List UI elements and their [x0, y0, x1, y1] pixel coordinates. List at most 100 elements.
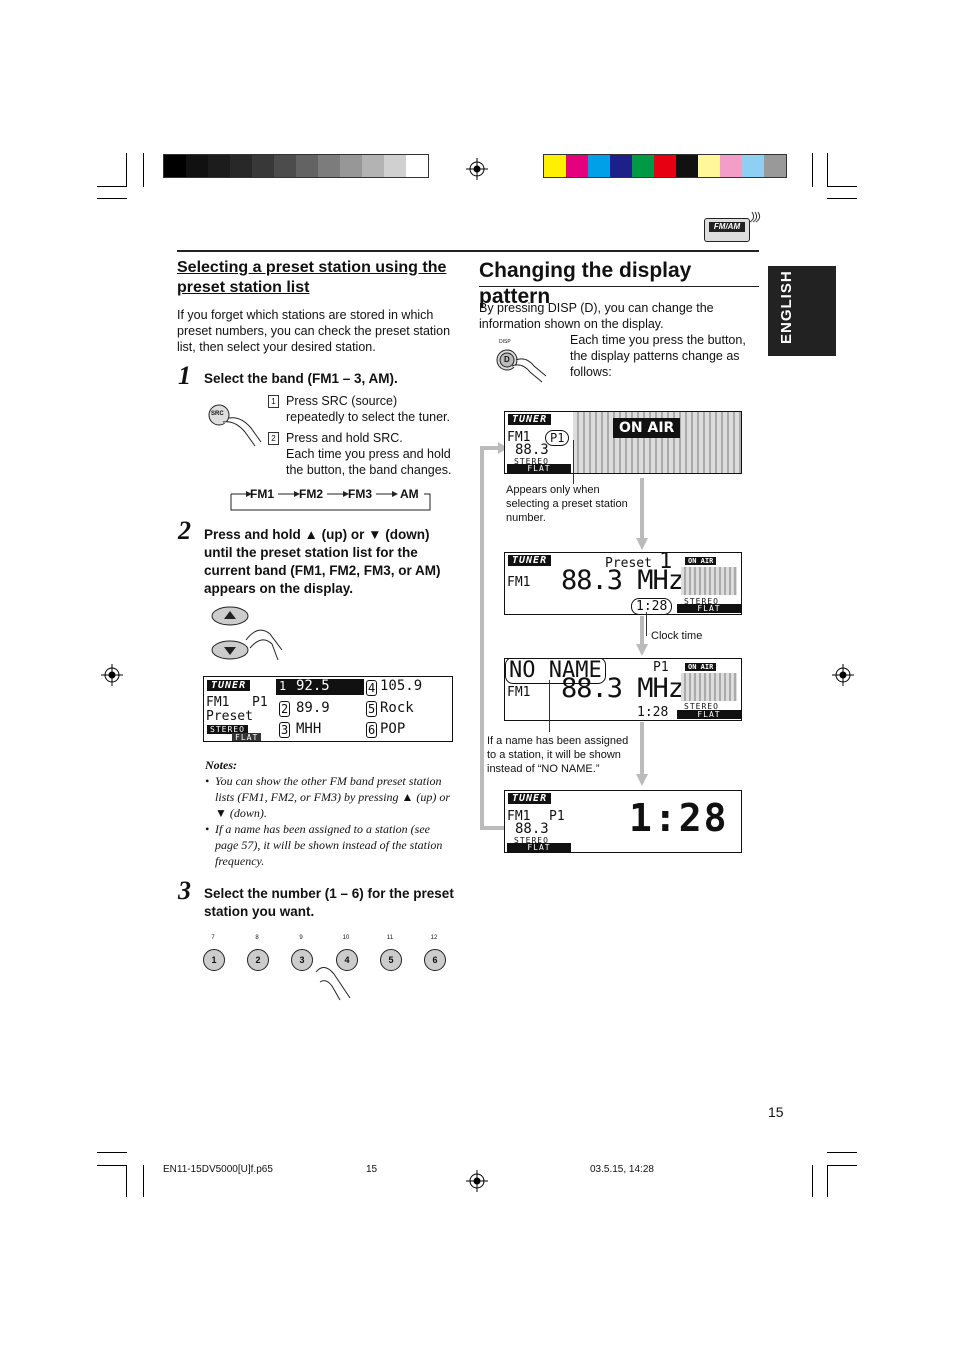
lcd-flat: FLAT — [232, 733, 262, 741]
lcd-preset-word: Preset — [605, 556, 652, 571]
crop-mark — [143, 1165, 144, 1197]
color-swatch — [566, 155, 588, 177]
color-swatch — [654, 155, 676, 177]
notes-title: Notes: — [205, 758, 237, 772]
step-number: 1 — [178, 361, 191, 390]
preset-2-no: 2 — [279, 701, 291, 717]
step2-text: Press and hold ▲ (up) or ▼ (down) until … — [204, 527, 441, 596]
on-air-label: ON AIR — [613, 418, 681, 438]
caption-leader — [573, 440, 574, 484]
registration-target-icon — [466, 1170, 488, 1192]
step-number: 2 — [178, 516, 191, 545]
crop-mark — [143, 153, 144, 187]
display-pattern-4: TUNER FM1 P1 88.3 STEREO FLAT 1:28 — [504, 790, 742, 853]
color-swatch — [764, 155, 786, 177]
note-2: If a name has been assigned to a station… — [215, 822, 443, 868]
right-intro: By pressing DISP (D), you can change the… — [479, 301, 714, 331]
lcd-big-clock: 1:28 — [629, 796, 729, 840]
lcd-flat: FLAT — [677, 710, 741, 719]
note-bullet: • — [205, 774, 210, 788]
preset-3-no: 3 — [279, 722, 291, 738]
preset-button-3: 3 — [291, 949, 313, 971]
color-swatch — [742, 155, 764, 177]
preset-4-no: 4 — [366, 680, 378, 696]
fm-am-mode-icon: FM/AM — [704, 218, 750, 242]
color-swatch — [340, 155, 362, 177]
sub-step-number: 1 — [268, 395, 279, 408]
preset-1-value: 92.5 — [296, 678, 330, 694]
band-fm1: FM1 — [250, 487, 274, 501]
preset-6-no: 6 — [366, 722, 378, 738]
selected-preset-highlight — [276, 679, 364, 695]
lcd-band: FM1 — [507, 809, 531, 824]
tuner-tag: TUNER — [508, 414, 552, 425]
crop-mark — [827, 153, 828, 187]
color-swatch — [698, 155, 720, 177]
color-swatch — [296, 155, 318, 177]
preset-3-value: MHH — [296, 721, 322, 737]
lcd-preset-no: 1 — [659, 552, 673, 574]
lcd-stereo: STEREO — [511, 457, 552, 466]
lcd-band: FM1 — [206, 695, 230, 710]
registration-target-icon — [832, 664, 854, 686]
left-section-title: Selecting a preset station using the pre… — [177, 259, 447, 296]
caption-no-name: If a name has been assigned to a station… — [487, 735, 629, 775]
signal-waves-icon — [749, 211, 761, 223]
color-swatch — [588, 155, 610, 177]
note-bullet: • — [205, 822, 210, 836]
lcd-preset-no: P1 — [252, 695, 268, 710]
crop-mark — [812, 1165, 813, 1197]
lcd-stereo: STEREO — [207, 725, 248, 734]
sub-step-number: 2 — [268, 432, 279, 445]
lcd-preset: P1 — [653, 660, 669, 675]
lcd-preset-word: Preset — [206, 709, 253, 724]
lcd-station-name: NO NAME — [505, 659, 606, 684]
preset-6-value: POP — [380, 721, 406, 737]
disp-small-label: DISP — [499, 339, 511, 345]
step3-text: Select the number (1 – 6) for the preset… — [204, 886, 454, 919]
caption-preset-only: Appears only when selecting a preset sta… — [506, 484, 628, 524]
color-swatch — [720, 155, 742, 177]
crop-mark — [827, 186, 857, 187]
crop-mark — [126, 1165, 127, 1197]
preset-5-value: Rock — [380, 700, 414, 716]
crop-mark — [97, 1152, 127, 1153]
color-swatch — [274, 155, 296, 177]
preset-button-6: 6 — [424, 949, 446, 971]
lcd-band: FM1 — [507, 685, 531, 700]
preset-button-5: 5 — [380, 949, 402, 971]
preset-5-no: 5 — [366, 701, 378, 717]
crop-mark — [97, 186, 127, 187]
crop-mark — [827, 1152, 857, 1153]
caption-clock-time: Clock time — [651, 630, 703, 642]
color-swatch — [164, 155, 186, 177]
preset-list-display: TUNER FM1 P1 Preset STEREO FLAT 1 92.5 2… — [203, 676, 453, 742]
disp-button-press-icon — [496, 349, 547, 383]
crop-mark — [126, 153, 127, 187]
color-swatch — [230, 155, 252, 177]
step-number: 3 — [178, 876, 191, 905]
band-cycle-loop — [230, 491, 431, 511]
left-intro: If you forget which stations are stored … — [177, 308, 451, 354]
crop-mark — [827, 1165, 857, 1166]
band-fm2: FM2 — [299, 487, 323, 501]
display-pattern-2: TUNER FM1 Preset 1 88.3 MHz 1:28 ON AIR … — [504, 552, 742, 615]
mode-icon-label: FM/AM — [709, 222, 745, 232]
src-button-label: SRC — [211, 411, 224, 417]
lcd-stereo: STEREO — [681, 597, 722, 606]
lcd-freq: 88.3 MHz — [561, 673, 684, 704]
crop-mark — [97, 1165, 127, 1166]
display-cycle-arrows — [480, 442, 648, 830]
page-number: 15 — [768, 1104, 784, 1120]
lcd-preset: P1 — [549, 809, 565, 824]
right-section-title: Changing the display pattern — [479, 259, 692, 308]
display-pattern-1: TUNER FM1 P1 88.3 STEREO FLAT ON AIR — [504, 411, 742, 474]
lcd-freq: 88.3 MHz — [561, 565, 684, 596]
color-swatch — [406, 155, 428, 177]
color-swatch — [632, 155, 654, 177]
preset-4-value: 105.9 — [380, 678, 423, 694]
note-1: You can show the other FM band preset st… — [215, 774, 451, 820]
lcd-stereo: STEREO — [511, 836, 552, 845]
lcd-clock: 1:28 — [637, 705, 669, 720]
lcd-preset: P1 — [545, 430, 570, 446]
